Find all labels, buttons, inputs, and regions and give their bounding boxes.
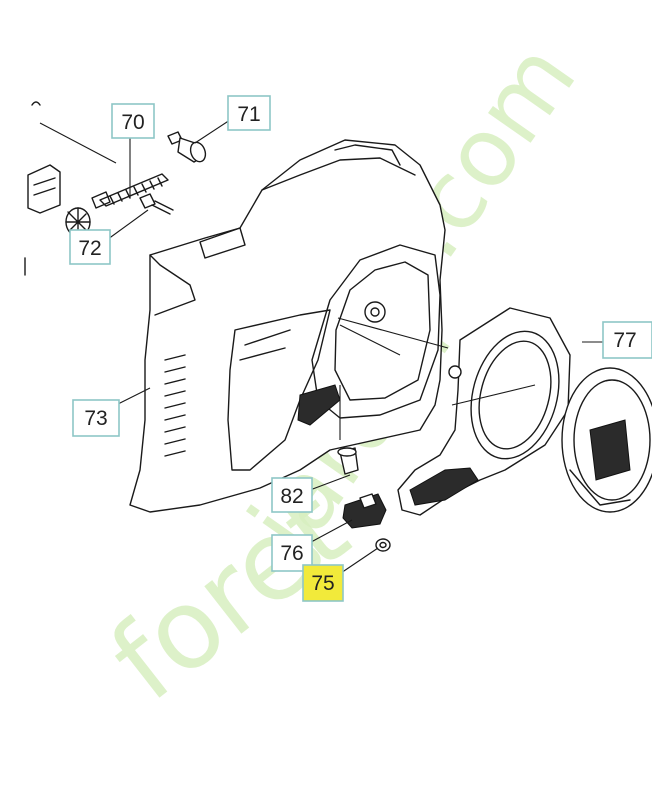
callout-71-text: 71 (237, 103, 260, 126)
callout-70: 70 (111, 103, 155, 139)
shaft-part (91, 173, 169, 209)
callout-73: 73 (72, 399, 120, 437)
cover-housing (129, 139, 446, 513)
callout-72-text: 72 (78, 237, 101, 260)
gear-part (65, 207, 91, 237)
callout-82-text: 82 (280, 485, 303, 508)
knob-part (167, 131, 207, 163)
starter-disc-part (561, 367, 652, 513)
callout-75-text: 75 (311, 572, 334, 595)
screw-part (139, 193, 174, 215)
callout-75: 75 (302, 564, 344, 602)
callout-71: 71 (227, 95, 271, 131)
lever-part (342, 493, 387, 529)
callout-73-text: 73 (84, 407, 107, 430)
callout-77: 77 (602, 321, 652, 359)
callout-82: 82 (271, 477, 313, 513)
washer-part (375, 538, 391, 552)
callout-76: 76 (271, 534, 313, 572)
callout-72: 72 (69, 229, 111, 265)
callout-77-text: 77 (613, 329, 636, 352)
starter-ring-part (397, 307, 571, 516)
pin-part (337, 447, 359, 475)
callout-70-text: 70 (121, 111, 144, 134)
callout-76-text: 76 (280, 542, 303, 565)
mounting-bracket (24, 101, 61, 276)
